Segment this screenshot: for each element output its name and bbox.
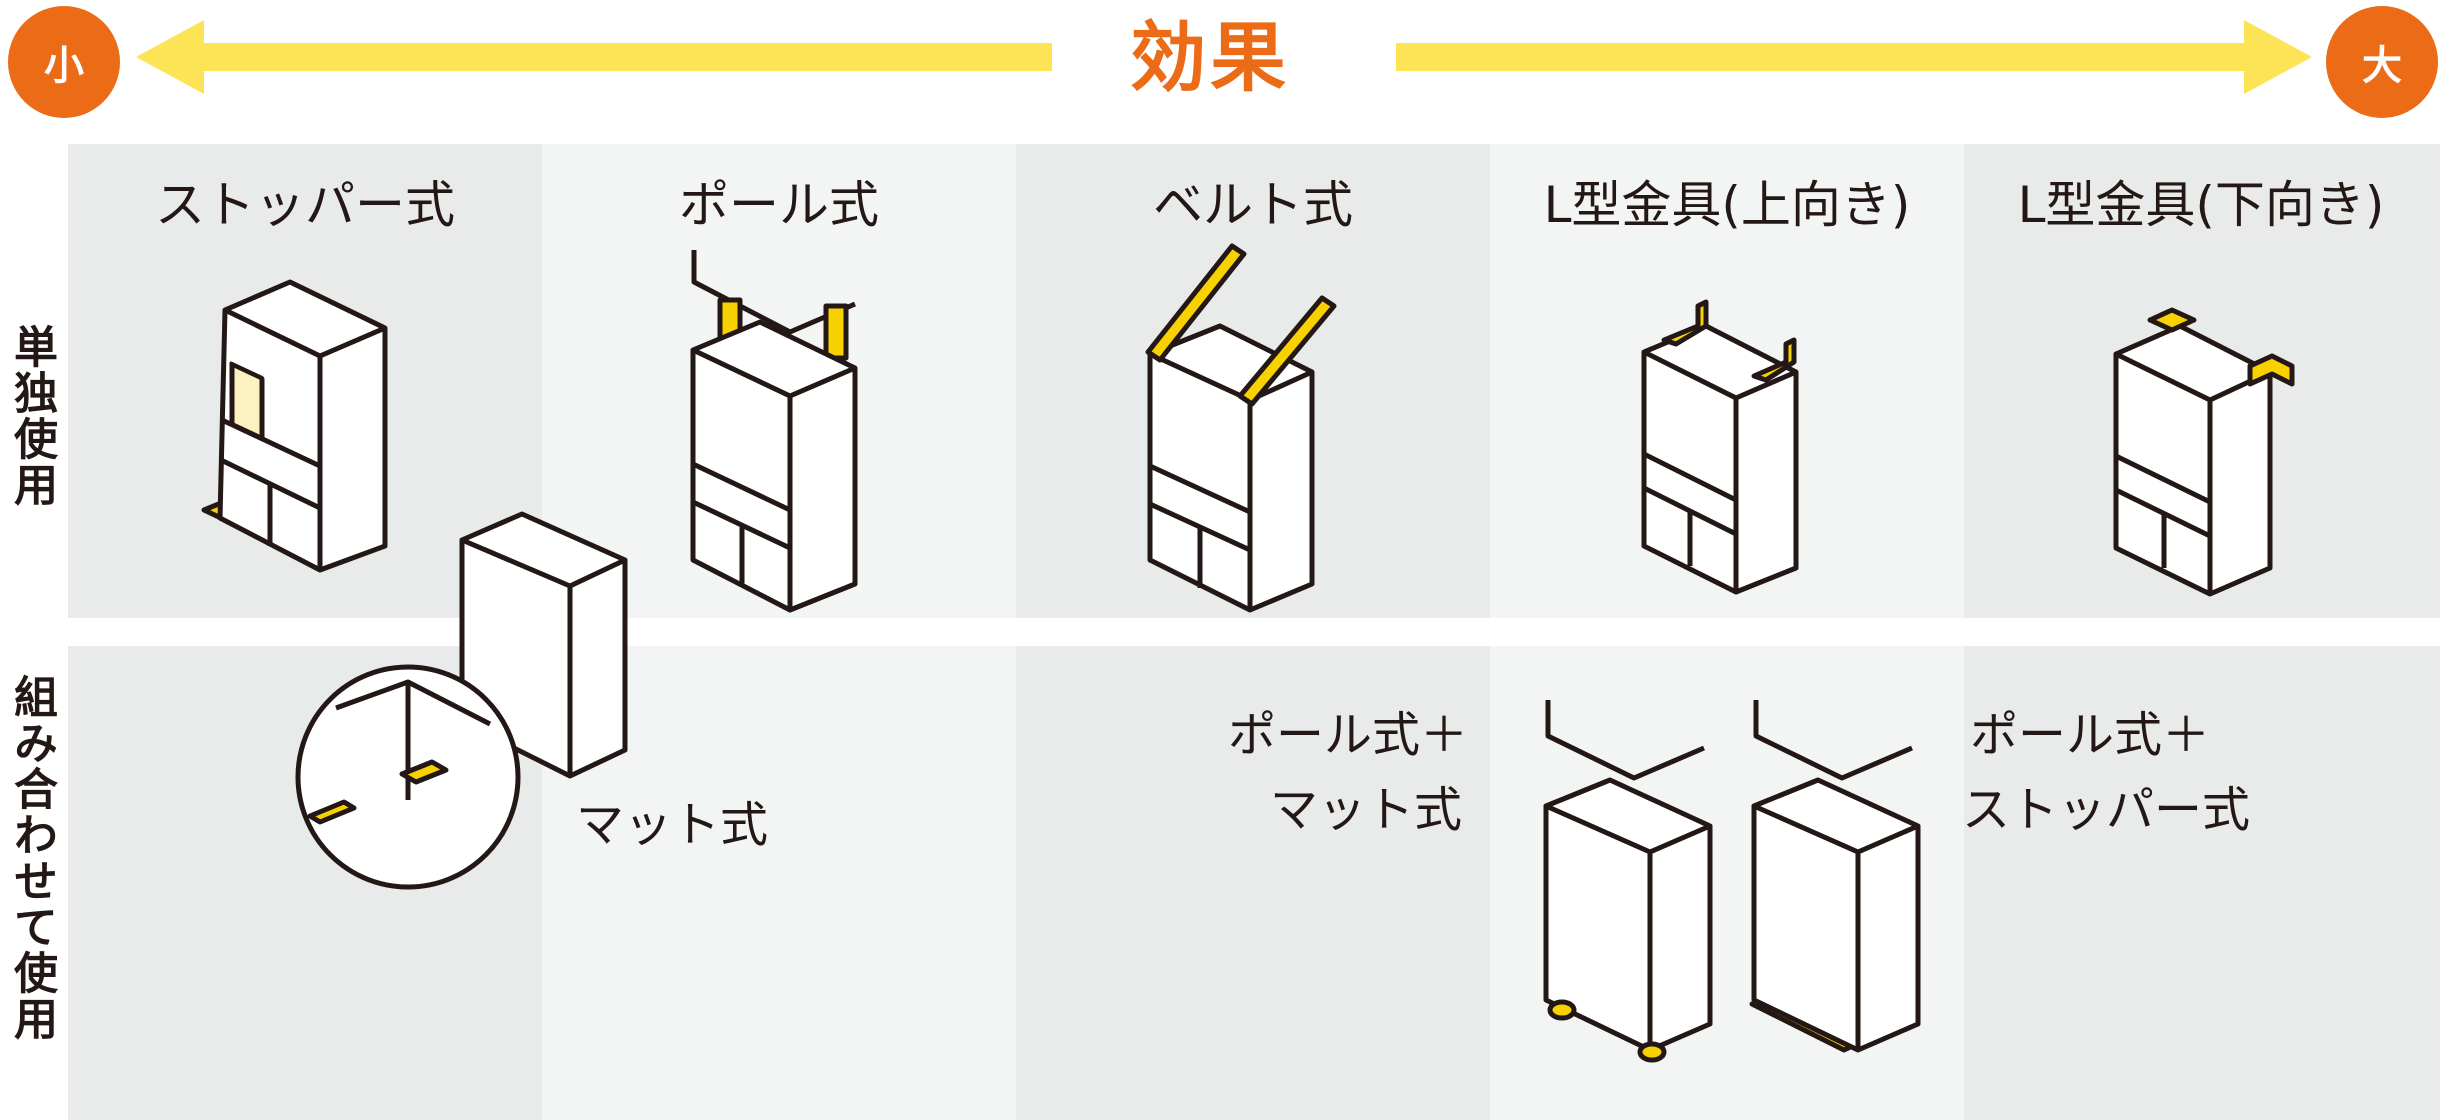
column-label-l-bracket-down: L型金具(下向き) xyxy=(2017,176,2385,234)
row-label-single: 単独使用 xyxy=(6,324,57,508)
column-label-stopper: ストッパー式 xyxy=(155,176,455,234)
right-arrow-icon xyxy=(1396,20,2312,94)
column-label-belt: ベルト式 xyxy=(1153,176,1353,234)
column-bg-5-bottom xyxy=(1964,646,2440,1120)
pole-stopper-label-line2: ストッパー式 xyxy=(1962,782,2251,838)
mat-label: マット式 xyxy=(576,797,769,853)
cabinet-pole-stopper-illustration xyxy=(1749,700,1921,1053)
left-arrow-icon xyxy=(136,20,1052,94)
cabinet-l-bracket-down-illustration xyxy=(2113,307,2295,597)
pole-stopper-label-line1: ポール式＋ xyxy=(1970,707,2211,763)
column-label-pole: ポール式 xyxy=(679,176,879,234)
effect-title: 効果 xyxy=(1130,13,1290,102)
cabinet-pole-mat-illustration xyxy=(1543,700,1713,1063)
cabinet-belt-illustration xyxy=(1145,243,1337,613)
cabinet-mat-illustration xyxy=(295,511,628,890)
pole-mat-label-line2: マット式 xyxy=(1270,782,1463,838)
cabinet-l-bracket-up-illustration xyxy=(1641,299,1799,595)
large-badge: 大 xyxy=(2326,6,2438,118)
column-label-l-bracket-up: L型金具(上向き) xyxy=(1543,176,1911,234)
row-label-combined: 組み合わせて使用 xyxy=(6,674,57,1042)
small-badge: 小 xyxy=(8,6,120,118)
pole-mat-label-line1: ポール式＋ xyxy=(1228,707,1469,763)
cabinet-pole-illustration xyxy=(690,250,858,613)
column-bg-3-bottom xyxy=(1016,646,1490,1120)
cabinet-stopper-illustration xyxy=(201,279,388,573)
